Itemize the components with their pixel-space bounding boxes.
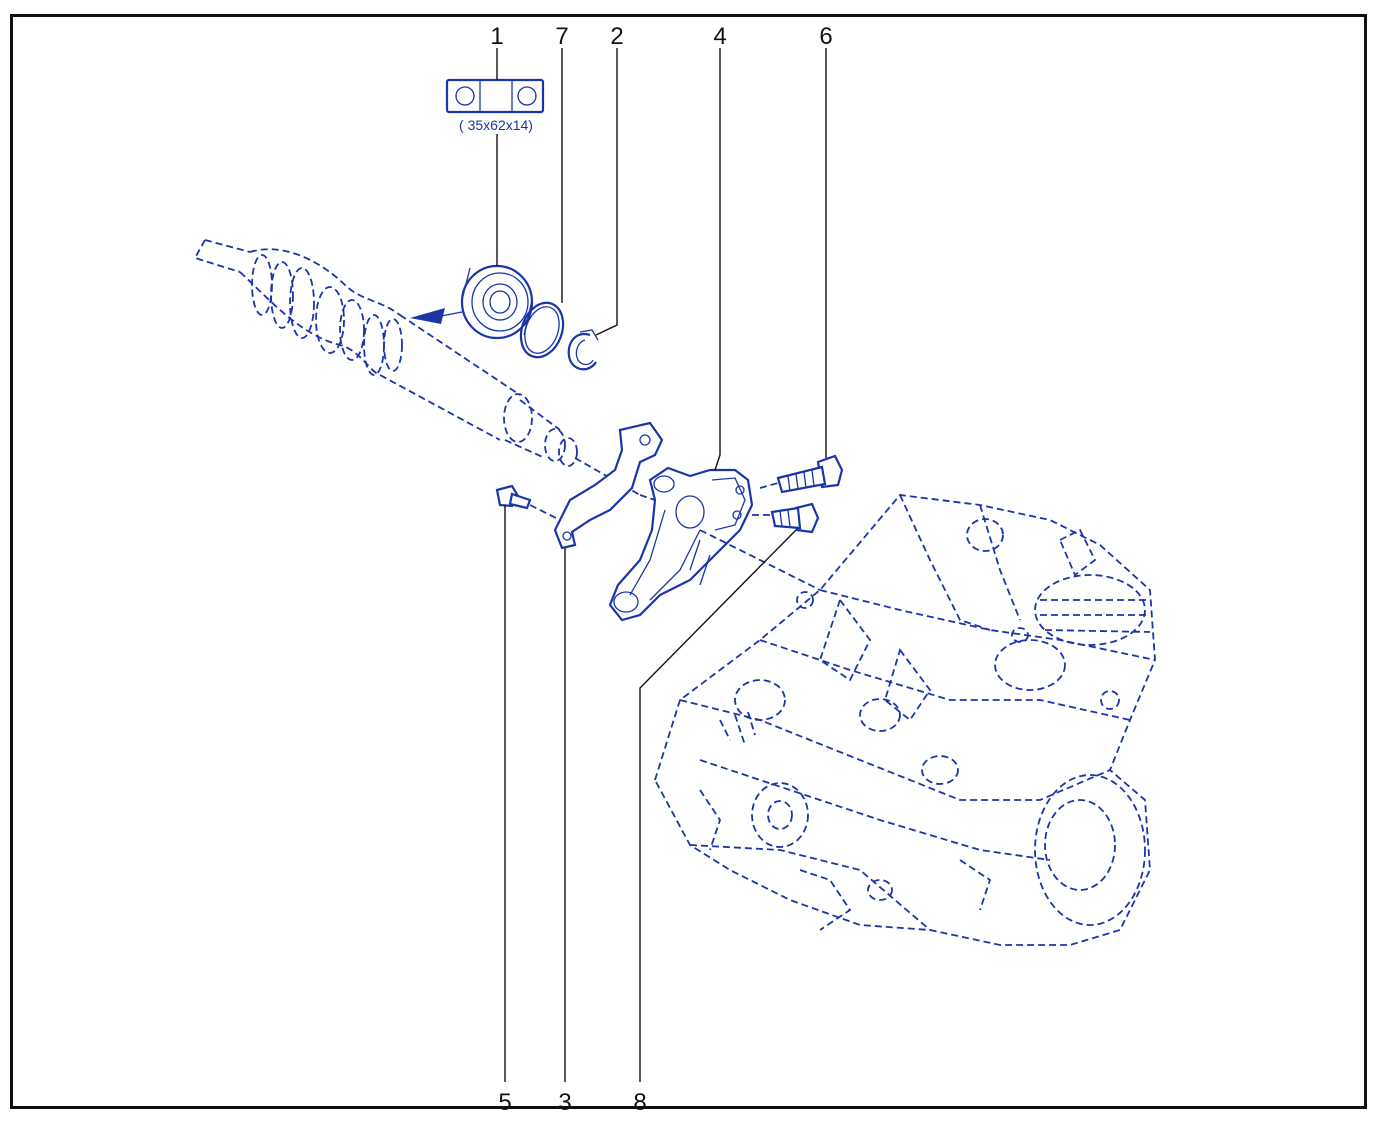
bolt-6 bbox=[776, 454, 844, 494]
bearing-spec-text: ( 35x62x14) bbox=[459, 117, 533, 133]
transmission-housing bbox=[654, 494, 1156, 946]
callout-labels: 1 7 2 4 6 5 3 8 bbox=[490, 23, 832, 1116]
circlip bbox=[567, 329, 599, 371]
diagram-frame bbox=[10, 14, 1367, 1109]
callout-8: 8 bbox=[633, 1089, 646, 1116]
leader-lines bbox=[496, 48, 827, 1082]
callout-7: 7 bbox=[555, 23, 568, 50]
callout-6: 6 bbox=[819, 23, 832, 50]
heat-shield-plate bbox=[553, 421, 664, 550]
callout-4: 4 bbox=[713, 23, 726, 50]
callout-1: 1 bbox=[490, 23, 503, 50]
bearing-symbol-icon bbox=[445, 78, 545, 114]
drive-shaft bbox=[193, 239, 641, 496]
bearing bbox=[460, 264, 534, 340]
assembly-lines bbox=[529, 482, 821, 591]
bolt-5 bbox=[495, 484, 532, 510]
callout-2: 2 bbox=[610, 23, 623, 50]
callout-5: 5 bbox=[498, 1089, 511, 1116]
bearing-bracket bbox=[608, 466, 754, 622]
arrow-icon bbox=[410, 308, 463, 324]
callout-3: 3 bbox=[558, 1089, 571, 1116]
bolt-8 bbox=[770, 502, 820, 534]
snap-ring bbox=[519, 301, 565, 359]
